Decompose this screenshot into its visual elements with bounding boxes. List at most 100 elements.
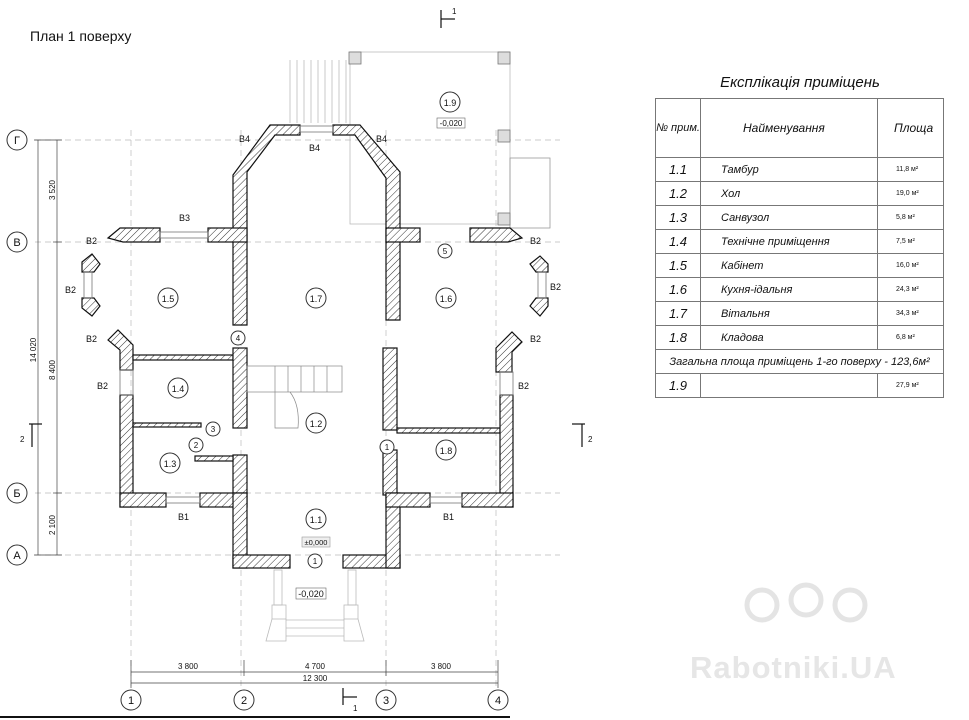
window-label: В4: [376, 134, 387, 144]
window-label: В2: [97, 381, 108, 391]
room-area: 16,0 м²: [877, 253, 944, 278]
room-number: 1.1: [310, 515, 323, 525]
windows: [83, 125, 547, 504]
terrace: [289, 51, 551, 229]
header-name: Найменування: [700, 98, 878, 158]
room-number: 1.9: [444, 98, 457, 108]
dim-total-horizontal: 12 300: [303, 674, 328, 683]
porch: [265, 569, 365, 642]
window-label: В2: [530, 236, 541, 246]
table-header: № прим. Найменування Площа: [655, 98, 944, 158]
axis-label: 4: [495, 695, 501, 707]
window-label: В2: [530, 334, 541, 344]
watermark-text: Rabotniki.UA: [690, 650, 897, 685]
room-number: 1.4: [172, 384, 185, 394]
section-mark-1: [342, 10, 455, 705]
room-num: 1.6: [655, 277, 701, 302]
door-number: 3: [211, 425, 216, 434]
dim-vertical: 8 400: [48, 359, 57, 380]
section-label: 1: [452, 7, 457, 16]
room-number: 1.2: [310, 419, 323, 429]
room-number: 1.6: [440, 294, 453, 304]
room-area: 11,8 м²: [877, 157, 944, 182]
window-label: В1: [178, 512, 189, 522]
window-labels: В4 В4 В4 В3 В2 В2 В2 В2 В2 В2 В2 В2 В1 В…: [65, 134, 561, 522]
window-label: В2: [550, 282, 561, 292]
window-label: В3: [179, 213, 190, 223]
door-number: 5: [443, 247, 448, 256]
room-name: [700, 373, 878, 398]
window-label: В2: [518, 381, 529, 391]
horizontal-dimensions: [130, 660, 499, 688]
axis-label: Б: [13, 488, 20, 500]
room-num: 1.3: [655, 205, 701, 230]
room-name: Санвузол: [700, 205, 878, 230]
room-num: 1.1: [655, 157, 701, 182]
vertical-dimensions: [34, 139, 62, 556]
plan-title: План 1 поверху: [30, 28, 132, 44]
room-num: 1.5: [655, 253, 701, 278]
axis-label: 2: [241, 695, 247, 707]
room-num: 1.4: [655, 229, 701, 254]
header-num: № прим.: [655, 98, 701, 158]
room-area: 24,3 м²: [877, 277, 944, 302]
room-number: 1.8: [440, 446, 453, 456]
room-markers: 1.1 1.2 1.3 1.4 1.5 1.6 1.7 1.8 1.9: [157, 91, 461, 530]
row-axis-markers: Г В Б А: [6, 129, 28, 566]
room-area: 34,3 м²: [877, 301, 944, 326]
dim-horizontal: 3 800: [178, 662, 199, 671]
room-name: Кухня-ідальня: [700, 277, 878, 302]
level-zero: ±0,000: [305, 538, 328, 547]
axis-label: 3: [383, 695, 389, 707]
room-area: 5,8 м²: [877, 205, 944, 230]
room-number: 1.5: [162, 294, 175, 304]
room-num: 1.8: [655, 325, 701, 350]
level-terrace: -0,020: [440, 119, 463, 128]
door-number: 1: [385, 443, 390, 452]
staircase: [246, 365, 343, 429]
room-name: Хол: [700, 181, 878, 206]
window-label: В2: [86, 334, 97, 344]
room-area: 27,9 м²: [877, 373, 944, 398]
section-label: 1: [353, 704, 358, 713]
room-name: Технічне приміщення: [700, 229, 878, 254]
room-num: 1.7: [655, 301, 701, 326]
window-label: В2: [86, 236, 97, 246]
room-number: 1.7: [310, 294, 323, 304]
section-label: 2: [20, 435, 25, 444]
level-porch: -0,020: [298, 589, 324, 599]
door-markers: 1 1 2 3 4 5: [188, 243, 453, 569]
room-name: Кладова: [700, 325, 878, 350]
dim-horizontal: 4 700: [305, 662, 326, 671]
watermark-logo: [744, 582, 868, 623]
room-name: Кабінет: [700, 253, 878, 278]
explication-title: Експлікація приміщень: [720, 74, 880, 91]
dim-vertical: 3 520: [48, 179, 57, 200]
walls: [81, 124, 549, 569]
column-axis-markers: 1 2 3 4: [120, 689, 509, 711]
header-area: Площа: [877, 98, 944, 158]
window-label: В1: [443, 512, 454, 522]
dim-vertical: 2 100: [48, 514, 57, 535]
axis-label: А: [13, 550, 21, 562]
dim-total-vertical: 14 020: [29, 337, 38, 362]
section-mark-2: [29, 423, 585, 447]
table-total-row: Загальна площа приміщень 1-го поверху - …: [655, 349, 944, 374]
section-label: 2: [588, 435, 593, 444]
level-marks: ±0,000 -0,020 -0,020: [295, 117, 466, 600]
door-number: 1: [313, 557, 318, 566]
room-name: Вітальня: [700, 301, 878, 326]
door-number: 4: [236, 334, 241, 343]
window-label: В4: [239, 134, 250, 144]
window-label: В4: [309, 143, 320, 153]
dim-horizontal: 3 800: [431, 662, 452, 671]
